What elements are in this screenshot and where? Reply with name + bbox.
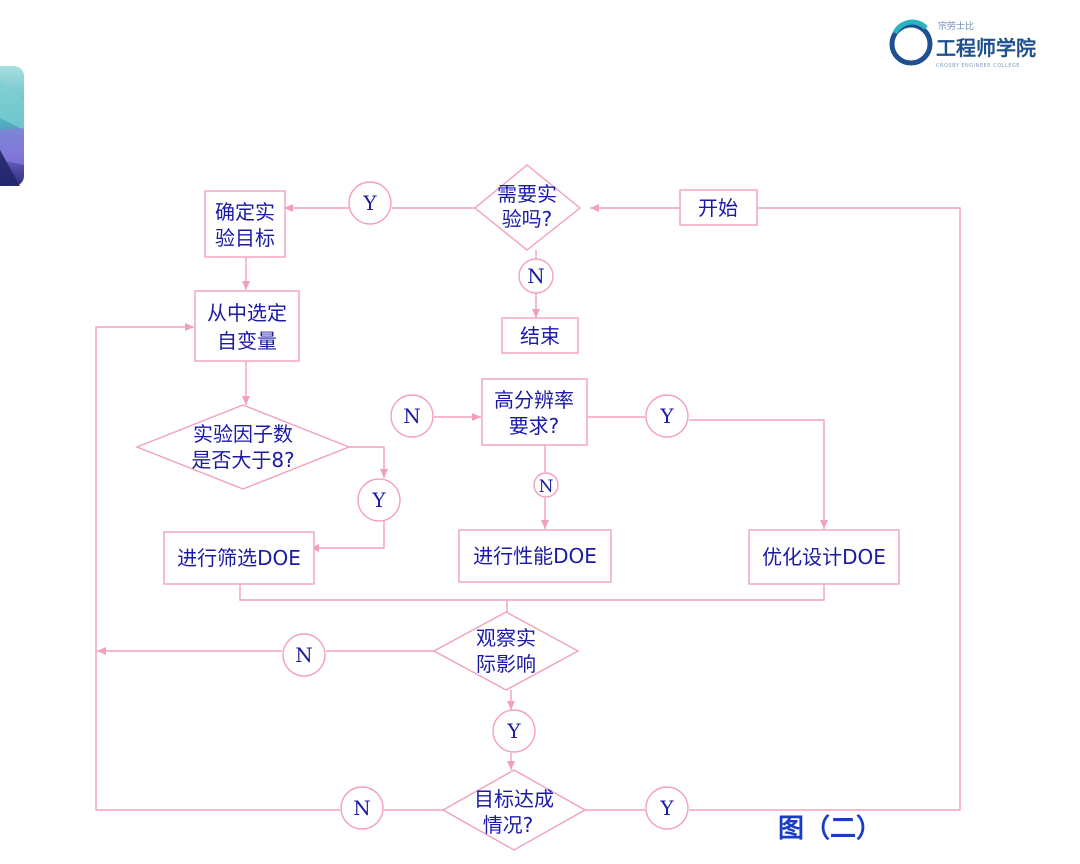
node-need-experiment: 需要实 验吗?: [473, 164, 582, 251]
marker-y-factors-label: Y: [371, 488, 386, 512]
marker-y-goal: Y: [645, 786, 689, 830]
node-set-goal-line1: 确定实: [215, 200, 275, 224]
edge-y-to-optimize: [689, 419, 828, 529]
marker-y-factors: Y: [357, 478, 401, 522]
brand-name: 工程师学院: [936, 36, 1036, 60]
edge-n-to-select: [95, 323, 340, 811]
node-observe-impact: 观察实 际影响: [432, 611, 580, 691]
node-start-label: 开始: [698, 196, 738, 220]
node-end: 结束: [501, 317, 579, 354]
marker-y-need: Y: [348, 181, 392, 225]
node-high-resolution-line2: 要求?: [509, 414, 560, 438]
node-screening-doe: 进行筛选DOE: [163, 531, 315, 585]
edge-factors-to-y: [349, 446, 388, 478]
brand-english: CROSBY ENGINEER COLLEGE: [936, 63, 1020, 69]
brand-logo: 宗劳士比 工程师学院 CROSBY ENGINEER COLLEGE: [889, 19, 1036, 69]
node-need-experiment-line2: 验吗?: [502, 207, 553, 231]
node-performance-doe: 进行性能DOE: [458, 529, 612, 583]
marker-n-observe: N: [282, 633, 326, 677]
marker-n-goal-label: N: [353, 796, 371, 820]
marker-n-highres-label: N: [539, 477, 554, 497]
node-goal-reached-line1: 目标达成: [474, 787, 554, 811]
yn-markers: Y N N Y N Y N Y: [282, 181, 689, 830]
marker-n-need: N: [518, 258, 554, 294]
marker-y-need-label: Y: [362, 191, 377, 215]
node-observe-impact-line1: 观察实: [476, 626, 536, 650]
node-select-vars: 从中选定 自变量: [194, 290, 300, 362]
figure-caption: 图（二）: [778, 814, 882, 844]
node-factors-gt8: 实验因子数 是否大于8?: [135, 404, 351, 490]
edge-y-to-start: [689, 207, 961, 811]
node-optimize-doe: 优化设计DOE: [748, 529, 900, 585]
node-observe-impact-line2: 际影响: [476, 652, 536, 676]
marker-y-goal-label: Y: [659, 796, 674, 820]
marker-n-goal: N: [340, 786, 384, 830]
brand-small-text: 宗劳士比: [938, 20, 974, 32]
node-need-experiment-line1: 需要实: [497, 182, 557, 206]
marker-y-highres-label: Y: [659, 404, 674, 428]
node-optimize-doe-label: 优化设计DOE: [762, 545, 886, 569]
node-screening-doe-label: 进行筛选DOE: [177, 546, 301, 570]
node-goal-reached: 目标达成 情况?: [441, 769, 587, 851]
marker-y-observe-label: Y: [506, 719, 521, 743]
marker-y-highres: Y: [645, 394, 689, 438]
node-performance-doe-label: 进行性能DOE: [473, 544, 597, 568]
marker-n-highres-in: N: [390, 394, 434, 438]
node-end-label: 结束: [520, 324, 560, 348]
node-high-resolution: 高分辨率 要求?: [481, 378, 588, 446]
marker-n-highres: N: [533, 472, 559, 498]
marker-n-observe-label: N: [295, 643, 313, 667]
connectors: [95, 204, 961, 811]
node-high-resolution-line1: 高分辨率: [494, 388, 574, 412]
marker-y-observe: Y: [492, 709, 536, 753]
node-select-vars-line1: 从中选定: [207, 301, 287, 325]
node-set-goal: 确定实 验目标: [204, 190, 286, 258]
node-select-vars-line2: 自变量: [217, 329, 277, 353]
node-factors-gt8-line2: 是否大于8?: [191, 448, 294, 472]
node-set-goal-line2: 验目标: [215, 226, 275, 250]
node-start: 开始: [679, 189, 758, 226]
edge-merge-does: [239, 584, 825, 601]
node-factors-gt8-line1: 实验因子数: [193, 422, 293, 446]
edge-y-to-screening: [310, 521, 385, 552]
node-goal-reached-line2: 情况?: [483, 813, 534, 837]
side-decoration: [0, 66, 24, 186]
marker-n-need-label: N: [527, 264, 545, 288]
marker-n-highres-in-label: N: [403, 404, 421, 428]
